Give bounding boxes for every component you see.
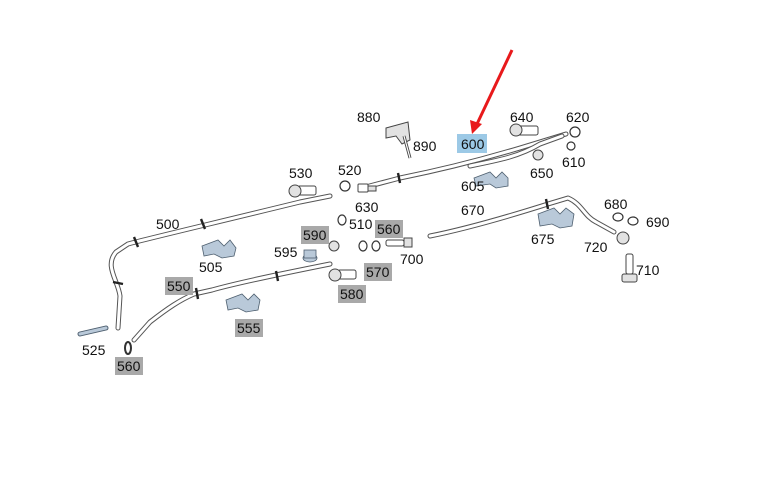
highlight-arrow — [470, 49, 514, 134]
label-700[interactable]: 700 — [400, 251, 424, 267]
label-670[interactable]: 670 — [461, 202, 485, 218]
label-590[interactable]: 590 — [303, 227, 327, 243]
seal-680[interactable] — [612, 212, 624, 222]
part-badge-580 — [338, 285, 366, 303]
seal-520[interactable] — [339, 180, 351, 192]
label-630[interactable]: 630 — [355, 199, 379, 215]
fitting-630[interactable] — [357, 183, 377, 193]
label-600[interactable]: 600 — [461, 136, 485, 152]
fitting-700[interactable] — [385, 237, 413, 248]
label-680[interactable]: 680 — [604, 196, 628, 212]
nut-650[interactable] — [532, 149, 544, 161]
seal-560-lower[interactable] — [124, 341, 132, 355]
label-580[interactable]: 580 — [340, 286, 364, 302]
label-510[interactable]: 510 — [349, 216, 373, 232]
label-555[interactable]: 555 — [237, 320, 261, 336]
callout-labels: 880 890 600 640 620 610 650 605 530 520 … — [82, 109, 670, 375]
label-720[interactable]: 720 — [584, 239, 608, 255]
label-520[interactable]: 520 — [338, 162, 362, 178]
label-675[interactable]: 675 — [531, 231, 555, 247]
pipe-600[interactable] — [359, 131, 569, 191]
part-badge-550 — [165, 277, 193, 295]
label-650[interactable]: 650 — [530, 165, 554, 181]
nut-720[interactable] — [616, 231, 630, 245]
part-badge-590 — [301, 226, 329, 244]
clip-605[interactable] — [473, 171, 509, 189]
seal-560-upper[interactable] — [358, 240, 368, 252]
label-690[interactable]: 690 — [646, 214, 670, 230]
clip-505[interactable] — [201, 239, 237, 259]
bolt-580[interactable] — [328, 268, 357, 282]
highlight-badge-600 — [457, 134, 487, 153]
pipe-500[interactable] — [108, 193, 333, 331]
part-badge-555 — [235, 319, 263, 337]
label-560-upper[interactable]: 560 — [377, 221, 401, 237]
nut-590[interactable] — [328, 240, 340, 252]
clip-675[interactable] — [537, 207, 575, 229]
seal-620[interactable] — [569, 126, 581, 138]
label-530[interactable]: 530 — [289, 165, 313, 181]
label-560-lower[interactable]: 560 — [117, 358, 141, 374]
seal-570[interactable] — [371, 240, 381, 252]
label-500[interactable]: 500 — [156, 216, 180, 232]
label-570[interactable]: 570 — [366, 264, 390, 280]
pipe-670[interactable] — [427, 195, 617, 239]
seal-610[interactable] — [566, 141, 576, 151]
clip-555[interactable] — [225, 293, 261, 313]
bolt-530[interactable] — [288, 184, 317, 198]
label-890[interactable]: 890 — [413, 138, 437, 154]
part-badge-560-upper — [375, 220, 403, 238]
label-620[interactable]: 620 — [566, 109, 590, 125]
label-640[interactable]: 640 — [510, 109, 534, 125]
part-badge-570 — [364, 263, 392, 281]
grommet-595[interactable] — [302, 249, 318, 263]
bolt-710[interactable] — [621, 253, 638, 283]
stud-890[interactable] — [402, 135, 412, 159]
label-605[interactable]: 605 — [461, 178, 485, 194]
part-badge-560-lower — [115, 357, 143, 375]
rod-525[interactable] — [77, 325, 109, 337]
label-610[interactable]: 610 — [562, 154, 586, 170]
seal-510[interactable] — [337, 214, 347, 226]
label-880[interactable]: 880 — [357, 109, 381, 125]
pipe-550[interactable] — [131, 261, 333, 343]
label-550[interactable]: 550 — [167, 278, 191, 294]
label-525[interactable]: 525 — [82, 342, 106, 358]
label-710[interactable]: 710 — [636, 262, 660, 278]
label-595[interactable]: 595 — [274, 244, 298, 260]
seal-690[interactable] — [627, 216, 639, 226]
label-505[interactable]: 505 — [199, 259, 223, 275]
bolt-640[interactable] — [509, 123, 539, 137]
